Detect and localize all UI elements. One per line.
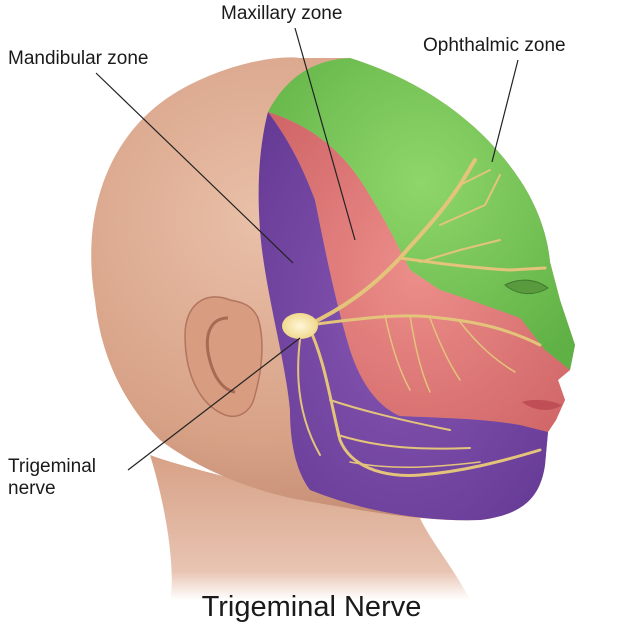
leader-line-trigeminal [127,337,301,471]
lips [522,399,562,410]
ear [184,296,263,417]
ophthalmic-zone [268,58,575,370]
label-mandibular-zone: Mandibular zone [8,48,149,69]
maxillary-zone [268,112,570,432]
label-trigeminal-nerve: Trigeminal nerve [8,456,96,499]
label-ophthalmic-zone: Ophthalmic zone [423,35,566,56]
eye [504,279,549,295]
trigeminal-ganglion [282,313,318,339]
leader-line-ophthalmic [491,59,519,163]
leader-line-mandibular [95,72,294,264]
figure-caption: Trigeminal Nerve [201,591,422,623]
leader-lines [95,27,519,471]
leader-line-maxillary [294,27,356,241]
mandibular-zone [258,112,548,521]
label-maxillary-zone: Maxillary zone [221,3,343,24]
ear-inner [205,316,236,394]
nerve-branches [297,158,547,477]
neck [150,455,470,600]
